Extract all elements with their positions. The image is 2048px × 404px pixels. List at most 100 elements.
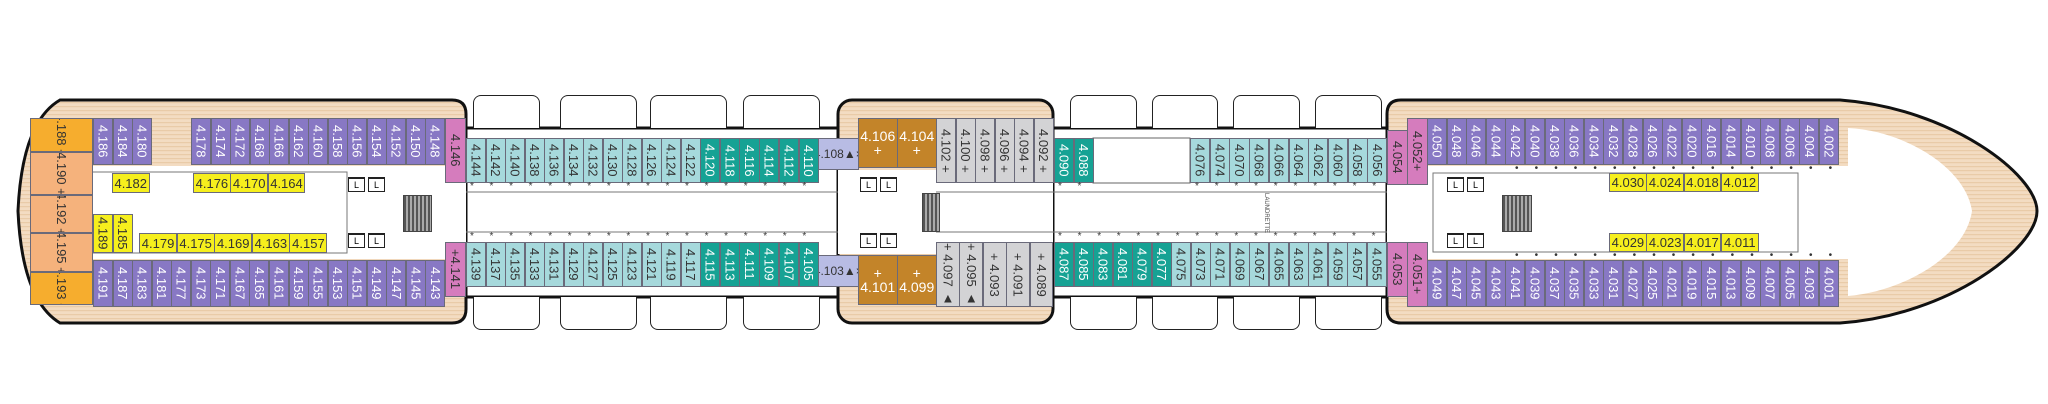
cabin[interactable]: 4.187 — [112, 260, 133, 307]
cabin[interactable]: 4.175 — [176, 233, 215, 253]
cabin[interactable]: 4.036 — [1564, 118, 1585, 165]
cabin[interactable]: 4.054 — [1387, 130, 1408, 185]
cabin[interactable]: + 4.091 — [1006, 242, 1031, 307]
cabin[interactable]: 4.087 — [1054, 242, 1074, 287]
cabin[interactable]: 4.014 — [1721, 118, 1742, 165]
cabin[interactable]: 4.022 — [1662, 118, 1683, 165]
cabin[interactable]: 4.024 — [1646, 173, 1685, 192]
cabin[interactable]: 4.156 — [347, 118, 367, 165]
cabin[interactable]: 4.122 — [680, 138, 701, 183]
cabin[interactable]: 4.111 — [739, 242, 760, 287]
cabin[interactable]: 4.177 — [171, 260, 192, 307]
cabin[interactable]: 4.066 — [1268, 138, 1289, 183]
cabin[interactable]: 4.040 — [1525, 118, 1546, 165]
cabin[interactable]: 4.192 + — [30, 195, 93, 233]
cabin[interactable]: 4.118 — [719, 138, 740, 183]
cabin[interactable]: 4.070 — [1229, 138, 1250, 183]
cabin[interactable]: 4.171 — [210, 260, 231, 307]
cabin[interactable]: 4.163 — [251, 233, 290, 253]
cabin[interactable]: 4.149 — [366, 260, 387, 307]
cabin[interactable]: 4.185 — [112, 214, 133, 253]
cabin[interactable]: 4.128 — [622, 138, 642, 183]
cabin[interactable]: 4.076 — [1190, 138, 1211, 183]
cabin[interactable]: 4.068 — [1249, 138, 1270, 183]
cabin[interactable]: 4.045 — [1466, 260, 1487, 307]
cabin[interactable]: 4.164 — [267, 173, 306, 193]
cabin[interactable]: 4.195 + — [30, 233, 93, 272]
cabin[interactable]: 4.152 — [386, 118, 406, 165]
cabin[interactable]: 4.060 — [1327, 138, 1349, 183]
cabin[interactable]: 4.032 — [1603, 118, 1624, 165]
cabin[interactable]: 4.112 — [778, 138, 799, 183]
cabin[interactable]: 4.012 — [1720, 173, 1759, 192]
cabin[interactable]: 4.048 — [1446, 118, 1467, 165]
cabin[interactable]: 4.182 — [112, 173, 150, 193]
cabin[interactable]: 4.109 — [759, 242, 780, 287]
cabin[interactable]: 4.165 — [249, 260, 270, 307]
cabin[interactable]: +4.141 — [445, 242, 466, 297]
cabin[interactable]: 4.137 — [485, 242, 506, 287]
cabin[interactable]: 4.043 — [1485, 260, 1506, 307]
cabin[interactable]: 4.151 — [347, 260, 368, 307]
cabin[interactable]: 4.172 — [230, 118, 250, 165]
cabin[interactable]: 4.130 — [602, 138, 623, 183]
cabin[interactable]: 4.007 — [1760, 260, 1781, 307]
cabin[interactable]: 4.005 — [1779, 260, 1800, 307]
cabin[interactable]: 4.033 — [1583, 260, 1604, 307]
cabin[interactable]: 4.180 — [132, 118, 152, 165]
cabin[interactable]: 4.160 — [308, 118, 328, 165]
cabin[interactable]: 4.127 — [583, 242, 603, 287]
cabin[interactable]: 4.021 — [1662, 260, 1683, 307]
cabin[interactable]: 4.031 — [1603, 260, 1624, 307]
cabin[interactable]: 4.146 — [445, 118, 466, 183]
cabin[interactable]: 4.046 — [1466, 118, 1487, 165]
cabin[interactable]: 4.115 — [700, 242, 721, 287]
cabin[interactable]: 4.124 — [661, 138, 681, 183]
cabin[interactable]: 4.136 — [544, 138, 564, 183]
cabin[interactable]: 4.010 — [1740, 118, 1761, 165]
cabin[interactable]: 4.191 — [93, 260, 114, 307]
cabin[interactable]: 4.020 — [1681, 118, 1702, 165]
cabin[interactable]: 4.052+ — [1407, 118, 1428, 185]
cabin[interactable]: 4.073 — [1190, 242, 1211, 287]
cabin[interactable]: 4.145 — [405, 260, 426, 307]
cabin[interactable]: 4.103▲× — [818, 255, 859, 287]
cabin[interactable]: 4.138 — [524, 138, 545, 183]
cabin[interactable]: 4.016 — [1701, 118, 1722, 165]
cabin[interactable]: 4.061 — [1308, 242, 1329, 287]
cabin[interactable]: 4.106+ — [858, 118, 898, 168]
cabin[interactable]: 4.188 + — [30, 118, 93, 152]
cabin[interactable]: 4.069 — [1229, 242, 1250, 287]
cabin[interactable]: 4.041 — [1505, 260, 1526, 307]
cabin[interactable]: 4.030 — [1609, 173, 1647, 192]
cabin[interactable]: + 4.097 ▲ — [936, 242, 960, 307]
cabin[interactable]: 4.105 — [798, 242, 819, 287]
cabin[interactable]: 4.019 — [1681, 260, 1702, 307]
cabin[interactable]: 4.126 — [641, 138, 662, 183]
cabin[interactable]: 4.189 — [93, 214, 113, 253]
cabin[interactable]: 4.168 — [249, 118, 270, 165]
cabin[interactable]: 4.011 — [1720, 233, 1759, 252]
cabin[interactable]: 4.015 — [1701, 260, 1722, 307]
cabin[interactable]: 4.190 + — [30, 152, 93, 195]
cabin[interactable]: 4.150 — [405, 118, 426, 165]
cabin[interactable]: 4.053 — [1387, 242, 1408, 297]
cabin[interactable]: 4.113 — [719, 242, 740, 287]
cabin[interactable]: 4.140 — [505, 138, 525, 183]
cabin[interactable]: +4.099 — [897, 255, 937, 305]
cabin[interactable]: 4.125 — [602, 242, 623, 287]
cabin[interactable]: 4.026 — [1642, 118, 1663, 165]
cabin[interactable]: 4.090 — [1054, 138, 1074, 183]
cabin[interactable]: 4.173 — [190, 260, 211, 307]
cabin[interactable]: 4.077 — [1151, 242, 1172, 287]
cabin[interactable]: 4.108▲× — [818, 138, 859, 170]
cabin[interactable]: 4.094 + — [1014, 118, 1034, 183]
cabin[interactable]: 4.133 — [524, 242, 545, 287]
cabin[interactable]: 4.148 — [425, 118, 445, 165]
cabin[interactable]: 4.104+ — [897, 118, 937, 168]
cabin[interactable]: 4.028 — [1623, 118, 1644, 165]
cabin[interactable]: 4.183 — [132, 260, 153, 307]
cabin[interactable]: 4.119 — [661, 242, 681, 287]
cabin[interactable]: 4.059 — [1327, 242, 1348, 287]
cabin[interactable]: 4.013 — [1721, 260, 1742, 307]
